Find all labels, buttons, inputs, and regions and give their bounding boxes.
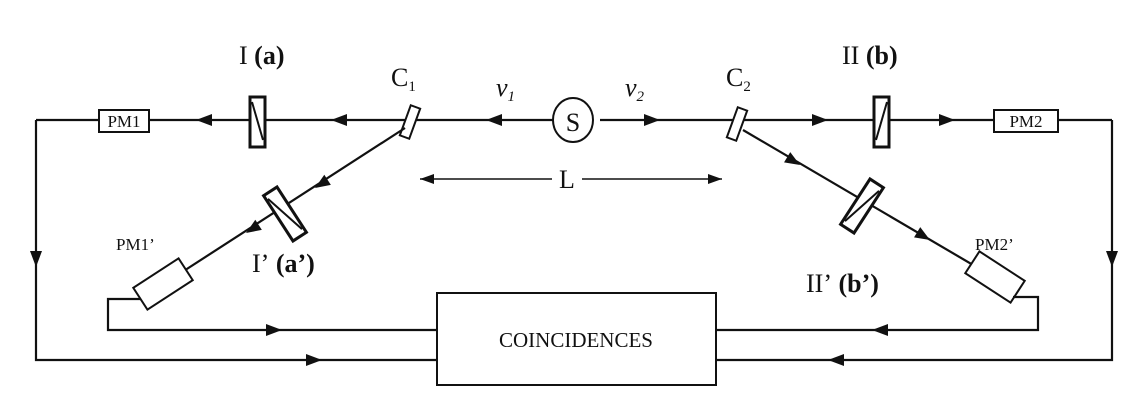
beam-arrows (196, 114, 955, 126)
detector-pm1-prime (131, 257, 195, 311)
polarizer-ii-prime-label: II’ (b’) (806, 269, 879, 298)
polarizer-ii-label: II (b) (842, 41, 898, 70)
polarizer-i-prime-label: I’ (a’) (252, 249, 315, 278)
detector-pm1: PM1 (98, 109, 150, 133)
arrow-left (331, 114, 347, 126)
arrow-right (644, 114, 660, 126)
arrow-right (812, 114, 828, 126)
switch-c1: C1 (391, 63, 422, 141)
switch-c1-label: C1 (391, 63, 416, 95)
source-label: S (566, 108, 580, 137)
source: S (552, 97, 594, 143)
polarizer-i-label: I (a) (239, 41, 285, 70)
diagonal-beam-left (175, 127, 406, 277)
polarizer-i: I (a) (239, 41, 285, 149)
svg-text:PM1: PM1 (107, 112, 140, 131)
coincidence-counter: COINCIDENCES (436, 292, 717, 386)
detector-pm2: PM2 (993, 109, 1059, 133)
photon-1-label: ν1 (496, 73, 515, 105)
switch-c2: C2 (725, 63, 751, 143)
switch-c2-label: C2 (726, 63, 751, 95)
coincidence-wiring (30, 120, 1118, 366)
polarizer-ii-prime (838, 176, 886, 236)
arrow-right (939, 114, 955, 126)
detector-pm2-prime (963, 250, 1027, 304)
distance-label: L (559, 165, 575, 194)
polarizer-ii: II (b) (842, 41, 898, 149)
detector-pm1-prime-label: PM1’ (116, 235, 155, 254)
distance-marker: L (420, 165, 722, 194)
svg-text:PM2: PM2 (1009, 112, 1042, 131)
coincidence-label: COINCIDENCES (499, 328, 653, 352)
polarizer-i-prime (261, 184, 309, 244)
photon-2-label: ν2 (625, 73, 645, 105)
arrow-left (196, 114, 212, 126)
detector-pm2-prime-label: PM2’ (975, 235, 1014, 254)
arrow-left (486, 114, 502, 126)
